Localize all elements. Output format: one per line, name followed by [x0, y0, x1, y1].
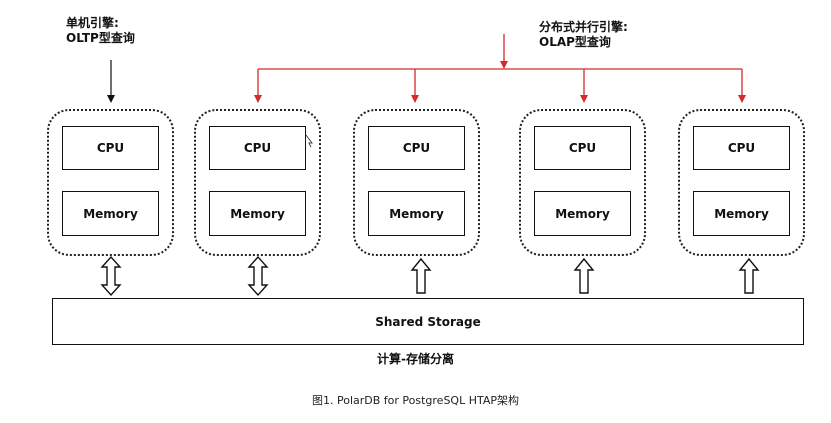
figure-caption: 图1. PolarDB for PostgreSQL HTAP架构 [311, 394, 520, 407]
memory-box: Memory [534, 191, 631, 236]
memory-box: Memory [209, 191, 306, 236]
cpu-box: CPU [693, 126, 790, 170]
cpu-box: CPU [368, 126, 465, 170]
oltp-label-line2: OLTP型查询 [66, 31, 135, 45]
bidirectional-arrow-2 [247, 255, 269, 297]
oltp-query-arrow [107, 60, 115, 103]
bidirectional-arrow-1 [100, 255, 122, 297]
oltp-label-line1: 单机引擎: [66, 16, 119, 30]
compute-node-olap-3: CPU Memory [519, 109, 646, 256]
olap-label-line1: 分布式并行引擎: [539, 20, 628, 34]
cpu-box: CPU [62, 126, 159, 170]
shared-storage-label: Shared Storage [375, 314, 481, 329]
cpu-box: CPU [534, 126, 631, 170]
compute-node-olap-4: CPU Memory [678, 109, 805, 256]
up-arrow-3 [410, 257, 432, 294]
memory-box: Memory [368, 191, 465, 236]
cpu-box: CPU [209, 126, 306, 170]
up-arrow-4 [573, 257, 595, 294]
shared-storage-box: Shared Storage [52, 298, 804, 345]
olap-label-line2: OLAP型查询 [539, 35, 611, 49]
memory-box: Memory [693, 191, 790, 236]
oltp-label: 单机引擎: OLTP型查询 [66, 16, 135, 46]
olap-label: 分布式并行引擎: OLAP型查询 [539, 20, 628, 50]
olap-fanout-lines [254, 34, 746, 103]
compute-node-olap-2: CPU Memory [353, 109, 480, 256]
compute-storage-label: 计算-存储分离 [377, 352, 454, 366]
up-arrow-5 [738, 257, 760, 294]
memory-box: Memory [62, 191, 159, 236]
compute-node-oltp: CPU Memory [47, 109, 174, 256]
compute-node-olap-1: CPU Memory [194, 109, 321, 256]
cursor-icon [305, 134, 313, 148]
